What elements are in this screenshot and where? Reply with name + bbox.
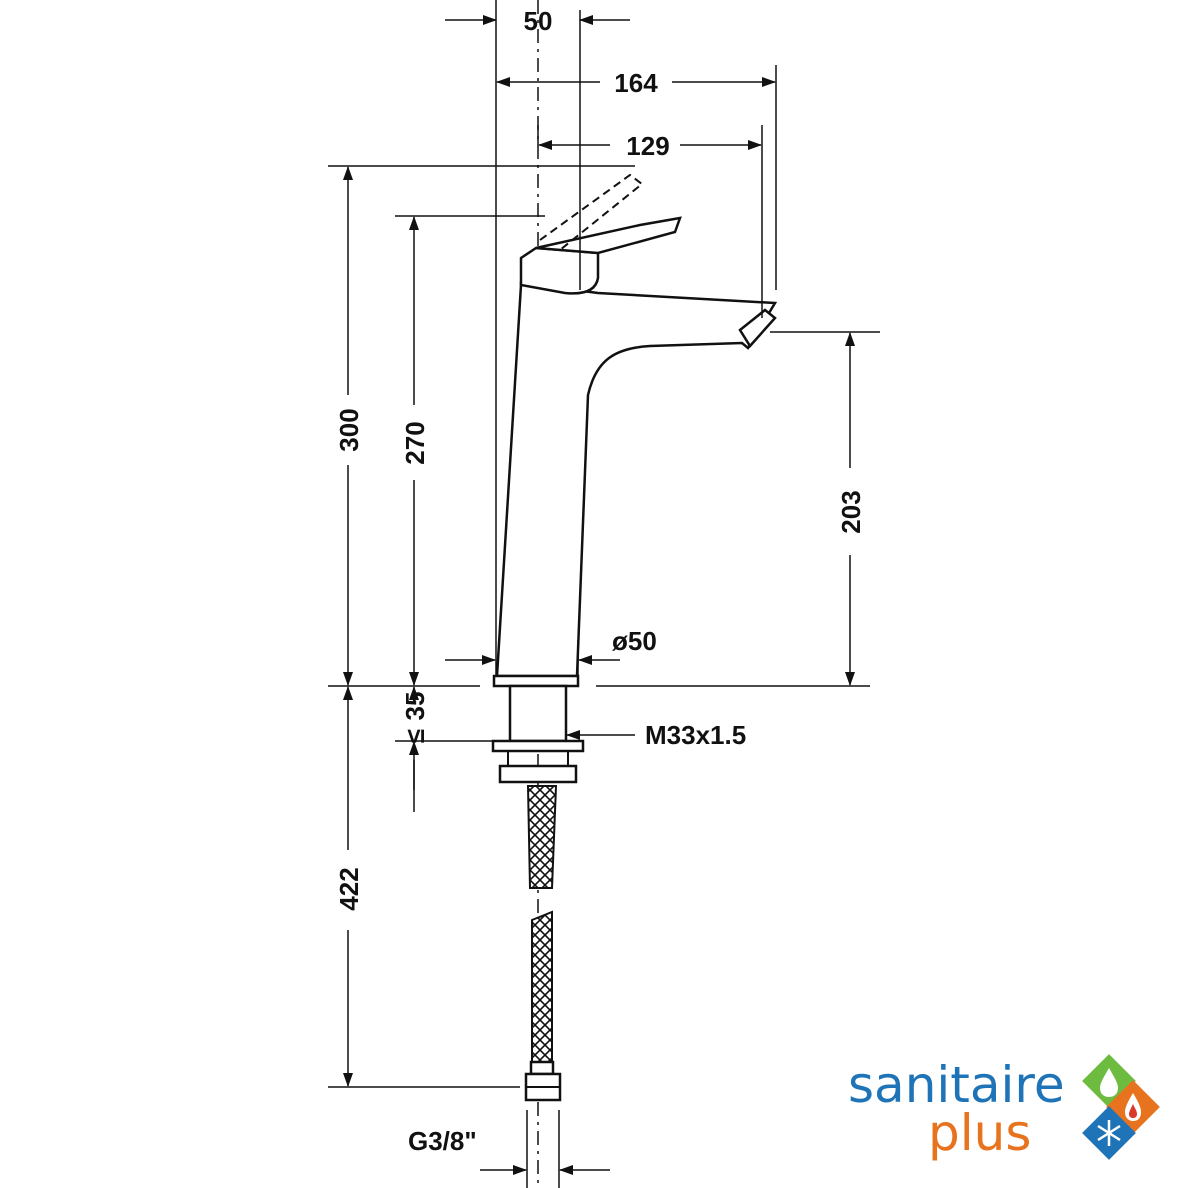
dim-422: 422 bbox=[334, 867, 364, 910]
supply-hose-upper bbox=[526, 785, 558, 889]
faucet-aerator bbox=[738, 308, 777, 349]
dim-35: 35 bbox=[400, 692, 430, 721]
faucet-lever-handle bbox=[535, 216, 682, 255]
dim-300: 300 bbox=[334, 408, 364, 451]
dim-164: 164 bbox=[614, 68, 658, 98]
thread-m33: M33x1.5 bbox=[645, 720, 746, 750]
faucet-lever-base bbox=[519, 246, 600, 295]
dim-50-top: 50 bbox=[524, 6, 553, 36]
logo-text-sanitaire: sanitaire bbox=[848, 1056, 1065, 1114]
dim-270: 270 bbox=[400, 421, 430, 464]
dim-diameter-50: ø50 bbox=[612, 626, 657, 656]
mounting-washer bbox=[491, 739, 585, 753]
logo-text-plus: plus bbox=[928, 1104, 1031, 1162]
supply-hose-lower bbox=[531, 910, 553, 1063]
faucet-body bbox=[495, 281, 778, 678]
mounting-nut bbox=[498, 764, 578, 784]
hose-ferrule bbox=[529, 1060, 555, 1076]
sanitaire-plus-logo: sanitaire plus bbox=[848, 1054, 1160, 1162]
dim-129: 129 bbox=[626, 131, 669, 161]
base-flange bbox=[492, 674, 580, 688]
dim-le-symbol: ≤ bbox=[400, 729, 430, 743]
snowflake-icon bbox=[1082, 1106, 1136, 1160]
thread-g38: G3/8" bbox=[408, 1126, 477, 1156]
mounting-shank bbox=[508, 684, 568, 743]
dim-203: 203 bbox=[836, 490, 866, 533]
lever-raised-outline bbox=[539, 173, 644, 251]
